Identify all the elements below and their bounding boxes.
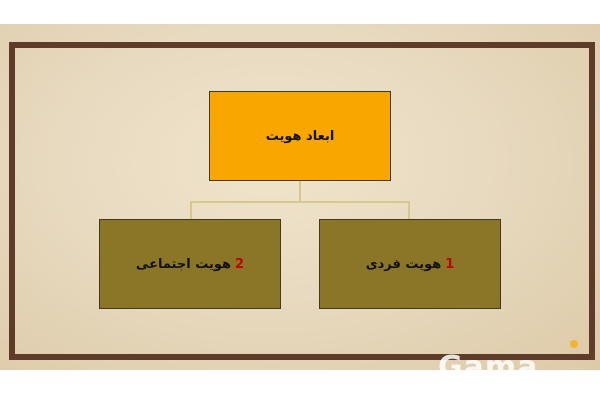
root-node: ابعاد هویت bbox=[209, 91, 391, 181]
connector-bar bbox=[190, 201, 410, 203]
child-node-label: هویت فردی bbox=[365, 256, 442, 272]
child-node-number: 2 bbox=[235, 256, 245, 272]
child-node-number: 1 bbox=[445, 256, 455, 272]
watermark-dot bbox=[570, 340, 578, 348]
slide-frame bbox=[9, 42, 595, 360]
child-node-label: هویت اجتماعی bbox=[135, 256, 232, 272]
root-node-label: ابعاد هویت bbox=[265, 128, 335, 144]
watermark-logo: Gama bbox=[438, 350, 539, 385]
slide: ابعاد هویت 1 هویت فردی 2 هویت اجتماعی bbox=[0, 24, 600, 370]
connector-left-drop bbox=[190, 201, 192, 219]
child-node-social-identity: 2 هویت اجتماعی bbox=[99, 219, 281, 309]
connector-right-drop bbox=[408, 201, 410, 219]
connector-trunk bbox=[299, 181, 301, 201]
child-node-individual-identity: 1 هویت فردی bbox=[319, 219, 501, 309]
